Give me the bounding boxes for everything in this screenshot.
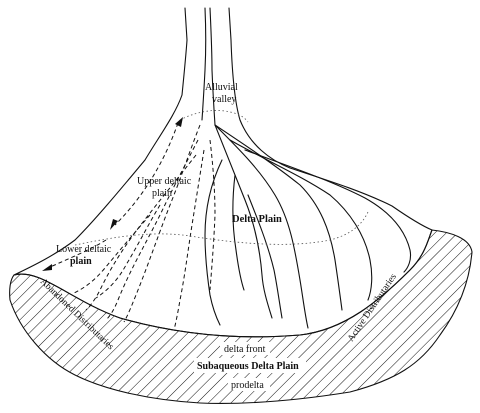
upper-deltaic-plain-label-1: Upper deltaic	[137, 176, 192, 187]
channel-wall-left	[201, 7, 207, 121]
alluvial-valley-label-1: Alluvial	[205, 82, 238, 93]
deltaic-arrows	[42, 117, 183, 271]
delta-plain-label: Delta Plain	[232, 214, 282, 225]
active-distributaries	[204, 124, 412, 329]
delta-front-label: delta front	[224, 344, 266, 355]
lower-deltaic-plain-label-2: plain	[70, 256, 92, 267]
upper-deltaic-plain-label-2: plain	[152, 188, 172, 199]
alluvial-valley-label-2: valley	[212, 94, 236, 105]
subaqueous-delta-plain-label: Subaqueous Delta Plain	[197, 361, 299, 372]
delta-plain-outline	[13, 7, 433, 338]
abandoned-distributaries	[71, 124, 216, 331]
prodelta-label: prodelta	[231, 380, 264, 391]
boundary-upper-lower	[74, 211, 369, 246]
lower-deltaic-plain-label-1: Lower deltaic	[56, 244, 112, 255]
channel-wall-right	[209, 7, 216, 126]
